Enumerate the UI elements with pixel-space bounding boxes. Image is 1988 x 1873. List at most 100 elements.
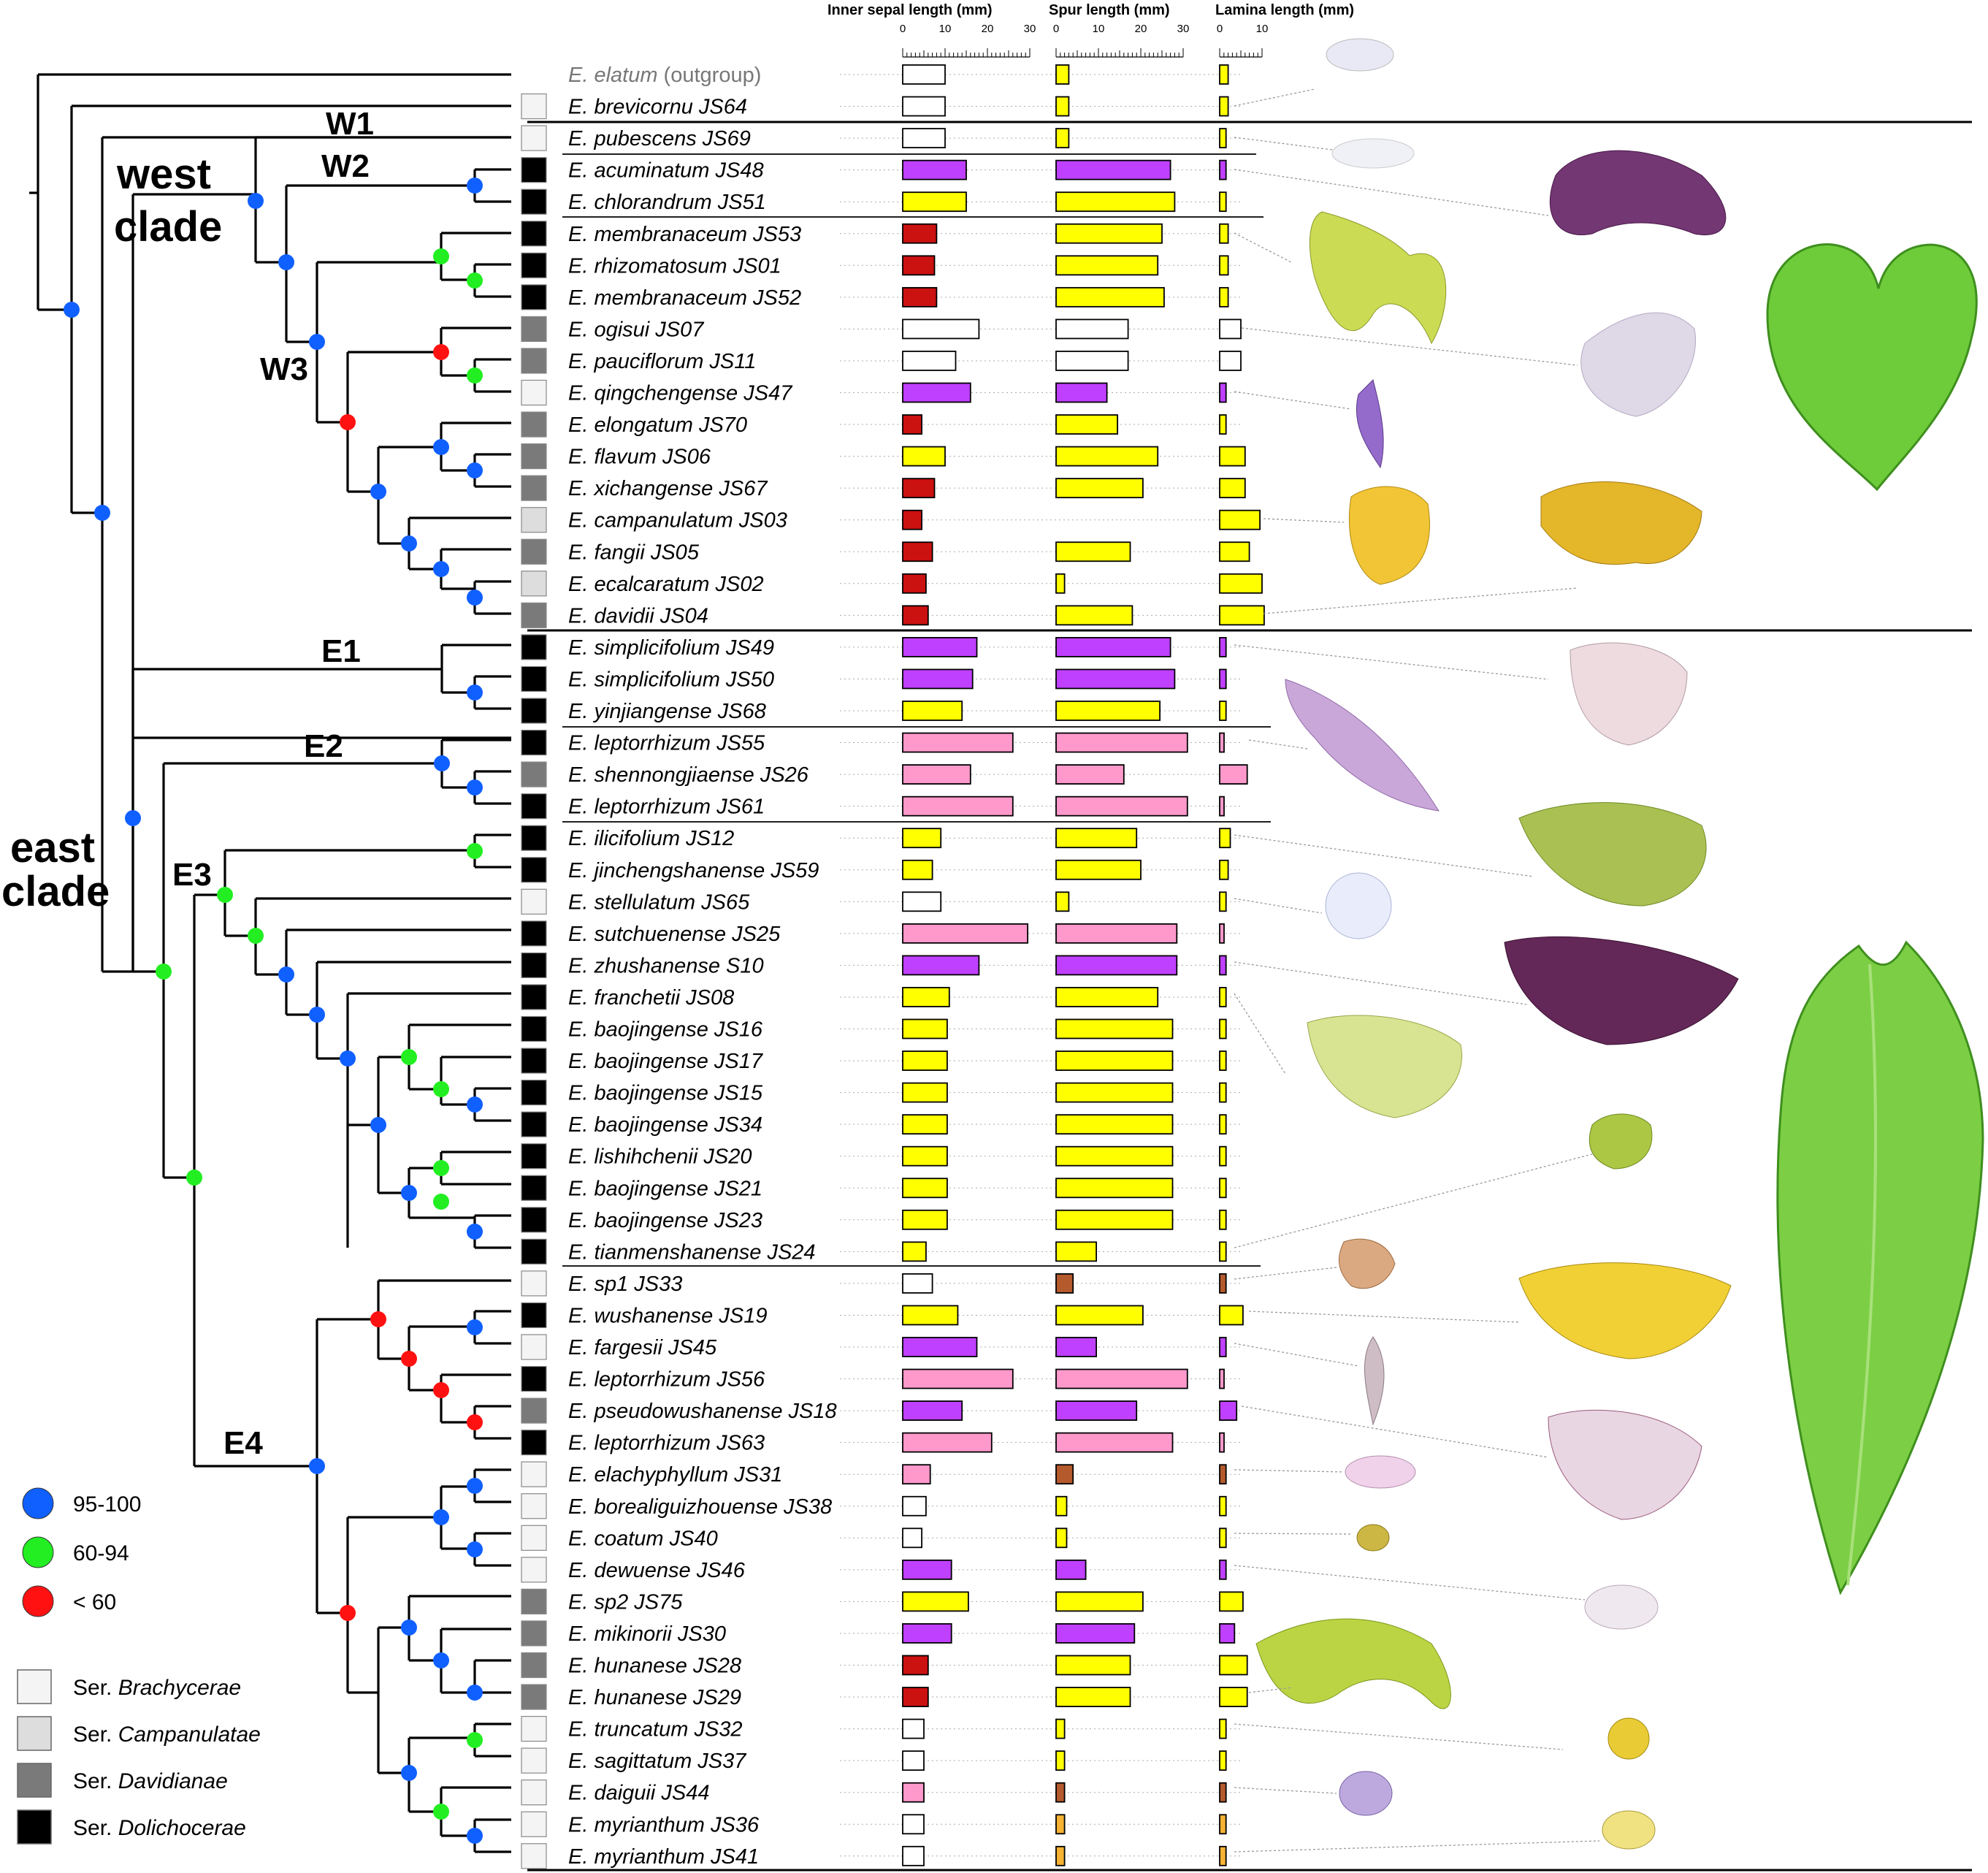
flower-baojingense-image [1307, 1015, 1462, 1118]
lamina-bar [1219, 732, 1225, 753]
flower-pubescens-image [1331, 138, 1415, 169]
taxon-name-text: E. acuminatum JS48 [568, 159, 764, 183]
legend-support-label: < 60 [73, 1590, 116, 1614]
taxon-name-text: E. fargesii JS45 [568, 1336, 717, 1359]
series-square [521, 1747, 547, 1774]
west-clade-label-2: clade [114, 203, 222, 251]
taxon-name: E. pauciflorum JS11 [568, 350, 756, 373]
sepal-bar [902, 478, 936, 499]
series-square [521, 761, 547, 787]
scale-tick-label: 0 [1053, 23, 1059, 35]
lamina-bar [1219, 478, 1246, 499]
sepal-bar [902, 159, 967, 180]
support-dot [467, 1732, 483, 1748]
taxon-name: E. pubescens JS69 [568, 127, 751, 150]
legend-dot-lt60 [22, 1585, 54, 1617]
lamina-header: Lamina length (mm) [1215, 2, 1354, 18]
sepal-bar [902, 1368, 1014, 1389]
taxon-row: E. shennongjiaense JS26 [521, 761, 1248, 787]
support-dot [401, 1620, 417, 1636]
support-dot [433, 248, 449, 264]
taxon-name: E. franchetii JS08 [568, 986, 734, 1010]
series-square [521, 571, 547, 597]
series-square [521, 1111, 547, 1137]
taxon-name-text: E. elatum [568, 64, 658, 87]
taxon-name-text: E. campanulatum JS03 [568, 509, 787, 533]
support-dot [467, 1685, 483, 1701]
support-dot [467, 1541, 483, 1557]
clade-e1-label: E1 [321, 633, 361, 669]
sepal-bar [902, 923, 1029, 944]
series-square [521, 1779, 547, 1806]
sepal-bar [902, 1559, 952, 1580]
support-dot [309, 334, 325, 350]
spur-bar [1055, 446, 1159, 467]
sepal-bar [902, 859, 933, 880]
taxon-name: E. chlorandrum JS51 [568, 191, 766, 214]
flower-zhushanense-image [1504, 936, 1739, 1045]
lamina-bar [1219, 1814, 1227, 1835]
support-dot [186, 1170, 202, 1186]
series-square [521, 1557, 547, 1583]
lamina-bar [1219, 96, 1229, 117]
taxon-name: E. yinjiangense JS68 [568, 700, 766, 723]
taxon-row: E. chlorandrum JS51 [521, 188, 1242, 215]
series-square [521, 1175, 547, 1201]
series-square [521, 157, 547, 183]
flower-davidii-image [1540, 481, 1702, 565]
support-dot [370, 1311, 386, 1327]
spur-bar [1055, 223, 1163, 244]
taxon-name-text: E. borealiguizhouense JS38 [568, 1495, 832, 1519]
lamina-bar [1219, 987, 1227, 1007]
taxon-name: E. sp2 JS75 [568, 1590, 683, 1614]
taxon-name: E. baojingense JS16 [568, 1018, 763, 1042]
taxon-name-text: E. baojingense JS34 [568, 1113, 762, 1137]
lamina-bar [1219, 859, 1229, 880]
scale-tick-label: 10 [1256, 23, 1269, 35]
spur-bar [1055, 1178, 1174, 1199]
taxon-name-text: E. qingchengense JS47 [568, 382, 793, 405]
leader-line [1241, 1405, 1549, 1458]
spur-bar [1055, 1527, 1068, 1549]
inner-sepal-header: Inner sepal length (mm) [827, 2, 993, 18]
taxon-name-text: E. chlorandrum JS51 [568, 191, 766, 214]
spur-bar [1055, 191, 1176, 213]
support-dot [401, 1765, 417, 1781]
series-square [521, 729, 547, 756]
lamina-bar [1219, 1591, 1244, 1612]
flower-campanulatum-image [1348, 486, 1430, 585]
taxon-row: E. davidii JS04 [521, 602, 1265, 628]
support-dot [467, 178, 483, 194]
taxon-name-text: E. sutchuenense JS25 [568, 923, 781, 946]
taxon-row: E. dewuense JS46 [521, 1557, 1242, 1583]
series-square [521, 825, 547, 851]
taxon-row: E. elachyphyllum JS31 [521, 1461, 1242, 1487]
taxon-name: E. lishihchenii JS20 [568, 1145, 752, 1169]
taxon-name: E. jinchengshanense JS59 [568, 859, 819, 882]
lamina-bar [1219, 1082, 1227, 1103]
lamina-bar [1219, 318, 1242, 340]
support-dot [433, 1160, 449, 1176]
taxon-name: E. myrianthum JS41 [568, 1845, 759, 1869]
sepal-bar [902, 1782, 925, 1803]
support-dot [433, 1804, 449, 1820]
series-square [521, 1716, 547, 1742]
flower-chlorandrum-image [1310, 211, 1447, 345]
support-dot [467, 684, 483, 701]
leader-line [1234, 391, 1352, 410]
taxon-name: E. baojingense JS21 [568, 1177, 762, 1200]
taxon-row: E. hunanese JS28 [521, 1652, 1248, 1679]
legend-support-label: 95-100 [73, 1492, 141, 1517]
spur-bar [1055, 859, 1142, 880]
scale-tick-label: 20 [982, 23, 994, 35]
spur-bar [1055, 987, 1159, 1007]
taxon-name: E. simplicifolium JS49 [568, 636, 774, 660]
west-clade-label-1: west [116, 150, 211, 198]
spur-bar [1055, 1082, 1174, 1103]
support-dot [467, 367, 483, 384]
east-clade-label-2: clade [1, 868, 110, 915]
spur-bar [1055, 1559, 1087, 1580]
taxon-name: E. hunanese JS29 [568, 1686, 741, 1709]
